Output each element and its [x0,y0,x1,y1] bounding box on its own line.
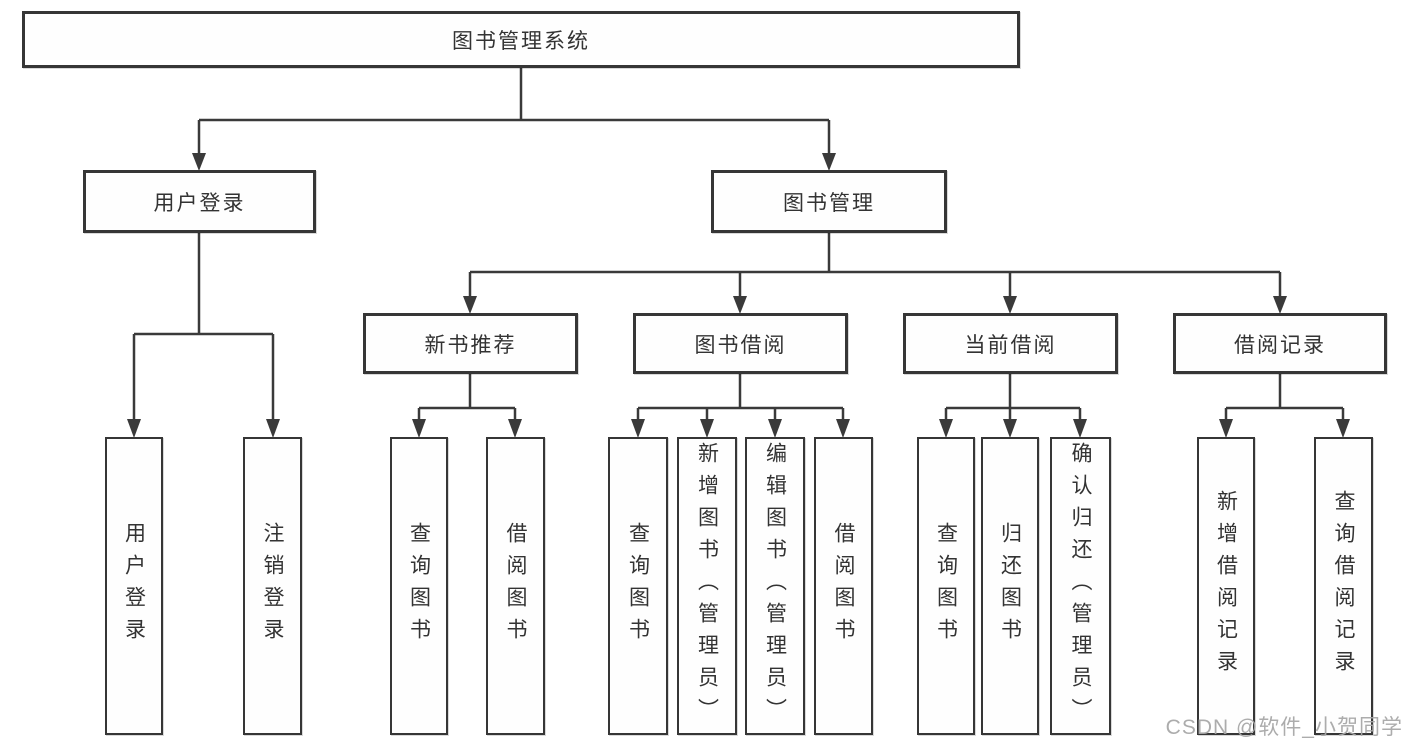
node-book-management-label: 图书管理 [783,191,875,215]
leaf-add-borrow-record-label: 新增借阅记录 [1214,490,1238,682]
leaf-add-book-admin-label: 新增图书（管理员） [695,442,719,730]
node-book-management: 图书管理 [711,170,947,233]
node-user-login-label: 用户登录 [153,191,246,215]
node-borrow-records: 借阅记录 [1173,313,1387,374]
leaf-query-borrow-record-label: 查询借阅记录 [1332,490,1355,682]
node-book-borrow: 图书借阅 [633,313,848,374]
node-root-label: 图书管理系统 [452,29,590,53]
leaf-confirm-return-admin: 确认归还（管理员） [1050,437,1111,735]
node-borrow-records-label: 借阅记录 [1234,333,1326,357]
leaf-borrow-books-label: 借阅图书 [832,522,855,650]
watermark: CSDN @软件_小贺同学 [1165,716,1403,739]
leaf-add-book-admin: 新增图书（管理员） [677,437,737,735]
leaf-return-book-label: 归还图书 [998,522,1022,650]
node-current-borrow-label: 当前借阅 [964,333,1057,357]
leaf-return-book: 归还图书 [981,437,1039,735]
leaf-query-books-recommend-label: 查询图书 [407,522,431,650]
node-new-book-recommend-label: 新书推荐 [424,333,517,357]
leaf-borrow-books: 借阅图书 [814,437,873,735]
node-current-borrow: 当前借阅 [903,313,1118,374]
node-new-book-recommend: 新书推荐 [363,313,578,374]
leaf-add-borrow-record: 新增借阅记录 [1197,437,1255,735]
node-root: 图书管理系统 [22,11,1020,68]
leaf-borrow-books-recommend-label: 借阅图书 [504,522,527,650]
leaf-logout: 注销登录 [243,437,302,735]
leaf-borrow-books-recommend: 借阅图书 [486,437,545,735]
leaf-query-books-borrow-label: 查询图书 [626,522,650,650]
leaf-user-login-label: 用户登录 [122,522,146,650]
arrowheads [127,153,1350,438]
leaf-edit-book-admin: 编辑图书（管理员） [745,437,805,735]
node-user-login: 用户登录 [83,170,316,233]
leaf-query-books-recommend: 查询图书 [390,437,448,735]
leaf-confirm-return-admin-label: 确认归还（管理员） [1069,442,1092,730]
leaf-logout-label: 注销登录 [261,522,284,650]
leaf-edit-book-admin-label: 编辑图书（管理员） [763,442,787,730]
leaf-query-books-current-label: 查询图书 [934,522,958,650]
leaf-user-login: 用户登录 [105,437,163,735]
leaf-query-books-borrow: 查询图书 [608,437,668,735]
leaf-query-borrow-record: 查询借阅记录 [1314,437,1373,735]
node-book-borrow-label: 图书借阅 [694,333,787,357]
leaf-query-books-current: 查询图书 [917,437,975,735]
